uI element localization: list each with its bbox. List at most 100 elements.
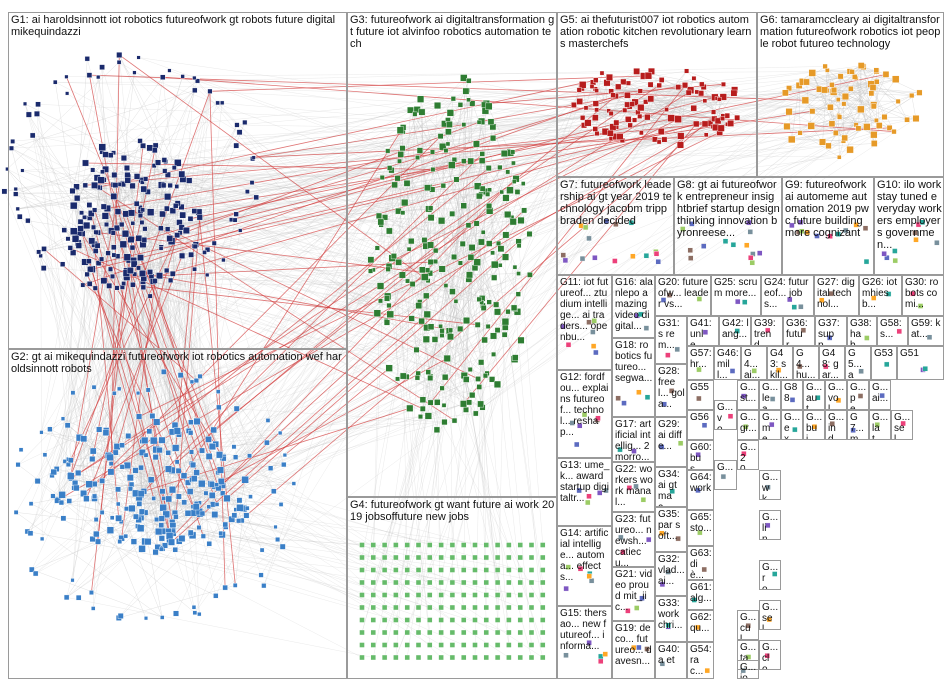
group-frame-g44: G4... hu...	[793, 346, 819, 380]
group-frame-g21: G21: video proud mit_iic...	[612, 567, 655, 621]
group-frame-g67: G...	[714, 460, 737, 490]
group-frame-g87: G... cul...	[737, 610, 759, 640]
group-frame-g56: G56	[687, 410, 714, 440]
group-label-g11: G11: iot futureof... ztudium intellige..…	[560, 277, 610, 343]
group-label-g22: G22: workers work manal...	[615, 464, 653, 508]
group-frame-g26: G26: iot mhiesb...	[859, 275, 902, 316]
group-frame-g19: G19: deco... futureo... davesn...	[612, 621, 655, 679]
group-frame-g84: G... lin...	[759, 510, 781, 540]
group-label-g12: G12: fordfou... explains futureof... tec…	[560, 372, 610, 438]
group-frame-g47: G4... ai...	[741, 346, 767, 380]
group-frame-g42: G42: lang...	[719, 316, 751, 346]
group-frame-g88: G88	[781, 380, 803, 410]
group-label-g74: G... sel...	[894, 412, 911, 440]
group-frame-g39: G39: trend...	[751, 316, 783, 346]
group-label-g46: G46: mill...	[717, 348, 739, 380]
group-frame-g61: G61: alg...	[687, 580, 714, 610]
group-label-g37: G37: supp...	[818, 318, 845, 346]
group-label-g78: G... vol...	[828, 382, 845, 410]
group-label-g24: G24: futureof... jobs...	[764, 277, 812, 310]
group-label-g61: G61: alg...	[690, 582, 712, 604]
group-frame-g68: G... me...	[759, 410, 781, 440]
group-label-g44: G4... hu...	[796, 348, 817, 380]
group-label-g14: G14: artificial intellige... automa... e…	[560, 528, 610, 583]
group-label-g49: G5... am...	[848, 348, 869, 380]
group-frame-g82: G... 20...	[737, 440, 759, 470]
group-frame-g33: G33: work chri...	[655, 596, 687, 642]
group-frame-g8: G8: gt ai futureofwork entrepreneur insi…	[674, 177, 782, 275]
group-label-g55: G55	[690, 382, 712, 393]
group-frame-g76: G... st...	[737, 380, 759, 410]
group-label-g73: G... lat...	[872, 412, 889, 440]
group-label-g8: G8: gt ai futureofwork entrepreneur insi…	[677, 179, 780, 239]
group-frame-g51: G51	[897, 346, 944, 380]
group-label-g68: G... me...	[762, 412, 779, 440]
group-label-g9: G9: futureofwork ai automeme automation …	[785, 179, 872, 239]
group-frame-g3: G3: futureofwork ai digitaltransformatio…	[347, 12, 557, 497]
group-frame-g80: G... ai...	[869, 380, 891, 410]
group-frame-g6: G6: tamaramccleary ai digitaltransformat…	[757, 12, 944, 177]
group-label-g53: G53	[874, 348, 895, 359]
group-label-g34: G34: ai gt mac...	[658, 469, 685, 507]
group-frame-g2: G2: gt ai mikequindazzi futureofwork iot…	[8, 349, 347, 679]
group-label-g16: G16: alanlepo amazing video digital...	[615, 277, 653, 332]
group-label-g51: G51	[900, 348, 942, 359]
group-label-g67: G...	[717, 462, 735, 473]
group-label-g18: G18: robotics futureo... segwa...	[615, 340, 653, 384]
group-frame-g1: G1: ai haroldsinnott iot robotics future…	[8, 12, 347, 349]
group-label-g6: G6: tamaramccleary ai digitaltransformat…	[760, 14, 942, 50]
group-frame-g55: G55	[687, 380, 714, 410]
group-frame-g24: G24: futureof... jobs...	[761, 275, 814, 316]
group-label-g64: G64: work	[690, 472, 712, 494]
group-frame-g41: G41: unle...	[687, 316, 719, 346]
group-frame-g32: G32: vlad... ai...	[655, 552, 687, 596]
group-frame-g35: G35: par soft...	[655, 507, 687, 552]
group-frame-g53: G53	[871, 346, 897, 380]
group-label-g10: G10: ilo work stay tuned everyday worker…	[877, 179, 942, 251]
group-label-g13: G13: ume_k... award startup digitaltr...	[560, 460, 610, 504]
group-frame-g60: G60: bus...	[687, 440, 714, 470]
group-label-g29: G29: ai diffe...	[658, 419, 685, 452]
group-frame-g48: G48: gar...	[819, 346, 845, 380]
group-frame-g25: G25: scrum more...	[711, 275, 761, 316]
group-frame-g36: G36: futur... ...	[783, 316, 815, 346]
group-label-g17: G17: artificial intellig... 2morro...	[615, 419, 653, 462]
group-frame-g37: G37: supp...	[815, 316, 847, 346]
group-frame-g65: G65: sto...	[687, 510, 714, 546]
group-frame-g66: G... vo...	[714, 400, 737, 430]
group-label-g58: G58: s...	[880, 318, 906, 340]
group-label-g88: G88	[784, 382, 801, 404]
group-label-g57: G57: hr...	[690, 348, 712, 370]
group-frame-g64: G64: work	[687, 470, 714, 510]
group-frame-g40: G40: a et	[655, 642, 687, 679]
group-label-g3: G3: futureofwork ai digitaltransformatio…	[350, 14, 555, 50]
group-label-g23: G23: futureo... newsh... catiecu...	[615, 514, 653, 567]
group-frame-g15: G15: thersao... new futureof... informa.…	[557, 606, 612, 679]
group-frame-g43: G43: skil...	[767, 346, 793, 380]
group-label-g43: G43: skil...	[770, 348, 791, 380]
group-frame-g83: G... wk...	[759, 470, 781, 500]
group-frame-g70: G... bui...	[803, 410, 825, 440]
group-frame-g91: G... joi...	[737, 660, 759, 679]
group-label-g39: G39: trend...	[754, 318, 781, 346]
group-frame-g79: G... pe...	[847, 380, 869, 410]
group-label-g33: G33: work chri...	[658, 598, 685, 631]
group-frame-g11: G11: iot futureof... ztudium intellige..…	[557, 275, 612, 370]
group-frame-g29: G29: ai diffe...	[655, 417, 687, 467]
group-frame-g74: G... sel...	[891, 410, 913, 440]
group-label-g71: G... ind...	[828, 412, 845, 440]
group-label-g7: G7: futureofwork leadership ai gt year 2…	[560, 179, 672, 227]
group-frame-g78: G... vol...	[825, 380, 847, 410]
group-frame-g7: G7: futureofwork leadership ai gt year 2…	[557, 177, 674, 275]
group-label-g27: G27: digital technol...	[817, 277, 857, 310]
group-label-g91: G... joi...	[740, 662, 757, 679]
group-label-g90: G... clo...	[762, 642, 779, 670]
group-label-g15: G15: thersao... new futureof... informa.…	[560, 608, 610, 652]
group-frame-g85: G... ro...	[759, 560, 781, 590]
group-label-g48: G48: gar...	[822, 348, 843, 380]
group-frame-g54: G54: rac...	[687, 642, 714, 679]
group-frame-g13: G13: ume_k... award startup digitaltr...	[557, 458, 612, 526]
group-frame-g63: G63: di è...	[687, 546, 714, 580]
group-label-g81: G... gr...	[740, 412, 757, 434]
group-frame-g9: G9: futureofwork ai automeme automation …	[782, 177, 874, 275]
